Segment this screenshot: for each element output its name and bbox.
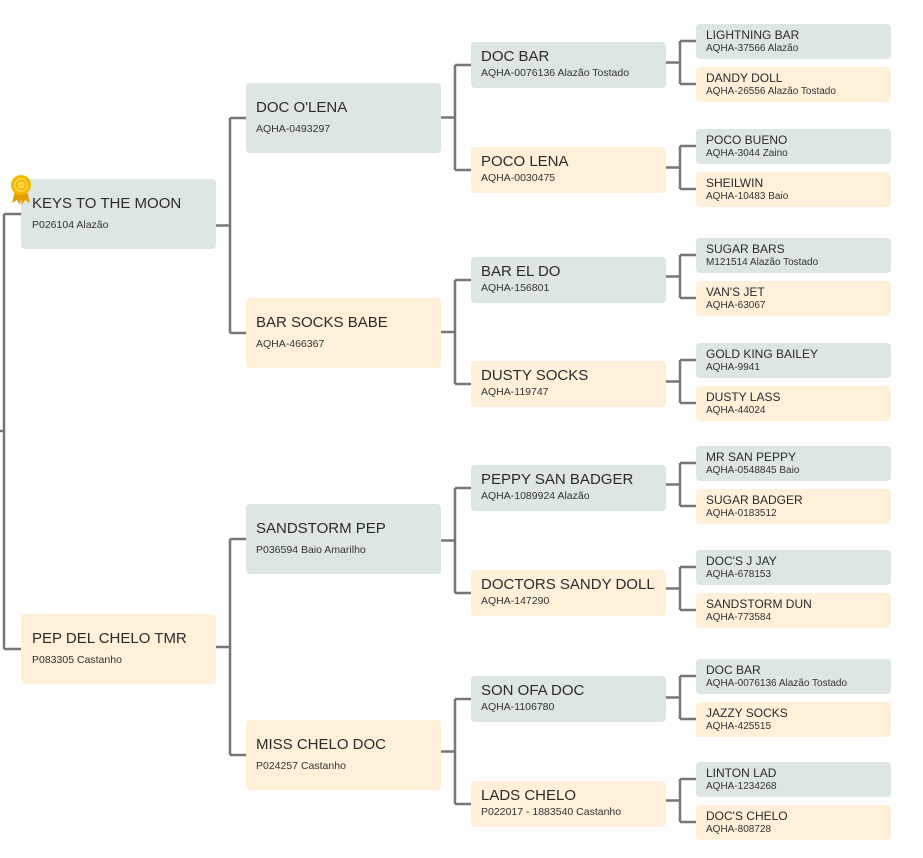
horse-registration: P022017 - 1883540 Castanho	[481, 806, 622, 818]
pedigree-card-gen4-sire[interactable]: DOC'S J JAY AQHA-678153	[696, 550, 891, 585]
horse-name: PEPPY SAN BADGER	[481, 471, 634, 488]
horse-name: DOC BAR	[706, 663, 761, 677]
horse-name: BAR SOCKS BABE	[256, 314, 388, 331]
pedigree-card-gen4-dam[interactable]: DUSTY LASS AQHA-44024	[696, 386, 891, 421]
pedigree-card-gen4-sire[interactable]: DOC BAR AQHA-0076136 Alazão Tostado	[696, 659, 891, 694]
horse-registration: AQHA-156801	[481, 282, 550, 294]
horse-name: VAN'S JET	[706, 285, 765, 299]
horse-registration: AQHA-0076136 Alazão Tostado	[706, 678, 848, 689]
pedigree-card-grandsire[interactable]: DOC O'LENA AQHA-0493297	[246, 83, 441, 153]
horse-name: GOLD KING BAILEY	[706, 347, 819, 361]
horse-registration: AQHA-678153	[706, 569, 772, 580]
pedigree-card-gen4-sire[interactable]: SUGAR BARS M121514 Alazão Tostado	[696, 238, 891, 273]
horse-name: SANDSTORM DUN	[706, 597, 812, 611]
horse-name: LADS CHELO	[481, 787, 577, 804]
pedigree-card-great-granddam[interactable]: DOCTORS SANDY DOLL AQHA-147290	[471, 570, 666, 616]
horse-name: MISS CHELO DOC	[256, 736, 387, 753]
horse-registration: AQHA-0076136 Alazão Tostado	[481, 67, 630, 79]
horse-name: DOC'S CHELO	[706, 809, 788, 823]
pedigree-card-great-grandsire[interactable]: DOC BAR AQHA-0076136 Alazão Tostado	[471, 42, 666, 88]
horse-registration: AQHA-9941	[706, 362, 760, 373]
horse-registration: AQHA-37566 Alazão	[706, 43, 799, 54]
pedigree-card-grandsire[interactable]: SANDSTORM PEP P036594 Baio Amarilho	[246, 504, 441, 574]
pedigree-card-gen4-dam[interactable]: SHEILWIN AQHA-10483 Baio	[696, 172, 891, 207]
horse-registration: AQHA-10483 Baio	[706, 191, 789, 202]
horse-registration: AQHA-425515	[706, 721, 772, 732]
horse-registration: AQHA-1106780	[481, 701, 555, 713]
pedigree-card-great-grandsire[interactable]: PEPPY SAN BADGER AQHA-1089924 Alazão	[471, 465, 666, 511]
horse-registration: AQHA-1089924 Alazão	[481, 490, 590, 502]
horse-name: SHEILWIN	[706, 176, 764, 190]
horse-registration: P026104 Alazão	[32, 219, 109, 231]
horse-name: SANDSTORM PEP	[256, 520, 386, 537]
horse-registration: P024257 Castanho	[256, 760, 346, 772]
horse-name: LINTON LAD	[706, 766, 777, 780]
horse-registration: M121514 Alazão Tostado	[706, 257, 819, 268]
horse-registration: AQHA-119747	[481, 386, 549, 398]
horse-name: DUSTY LASS	[706, 390, 781, 404]
horse-name: DOC BAR	[481, 48, 550, 65]
horse-name: DOC O'LENA	[256, 99, 348, 116]
horse-registration: AQHA-0548845 Baio	[706, 465, 800, 476]
pedigree-card-granddam[interactable]: BAR SOCKS BABE AQHA-466367	[246, 298, 441, 368]
horse-name: POCO LENA	[481, 153, 569, 170]
horse-registration: AQHA-3044 Zaino	[706, 148, 788, 159]
pedigree-card-gen4-dam[interactable]: DOC'S CHELO AQHA-808728	[696, 805, 891, 840]
pedigree-card-great-granddam[interactable]: LADS CHELO P022017 - 1883540 Castanho	[471, 781, 666, 827]
horse-name: SUGAR BARS	[706, 242, 785, 256]
pedigree-card-dam[interactable]: PEP DEL CHELO TMR P083305 Castanho	[21, 614, 216, 684]
horse-name: KEYS TO THE MOON	[32, 195, 182, 212]
pedigree-card-gen4-sire[interactable]: LINTON LAD AQHA-1234268	[696, 762, 891, 797]
award-ribbon-icon	[11, 175, 31, 205]
horse-registration: AQHA-808728	[706, 824, 772, 835]
horse-registration: AQHA-0493297	[256, 123, 331, 135]
horse-registration: AQHA-466367	[256, 338, 325, 350]
horse-name: DUSTY SOCKS	[481, 367, 589, 384]
pedigree-card-gen4-dam[interactable]: SANDSTORM DUN AQHA-773584	[696, 593, 891, 628]
pedigree-card-gen4-sire[interactable]: LIGHTNING BAR AQHA-37566 Alazão	[696, 24, 891, 59]
pedigree-card-gen4-dam[interactable]: DANDY DOLL AQHA-26556 Alazão Tostado	[696, 67, 891, 102]
pedigree-card-great-grandsire[interactable]: BAR EL DO AQHA-156801	[471, 257, 666, 303]
pedigree-card-great-granddam[interactable]: DUSTY SOCKS AQHA-119747	[471, 361, 666, 407]
horse-registration: P036594 Baio Amarilho	[256, 544, 366, 556]
pedigree-card-gen4-sire[interactable]: GOLD KING BAILEY AQHA-9941	[696, 343, 891, 378]
pedigree-card-great-grandsire[interactable]: SON OFA DOC AQHA-1106780	[471, 676, 666, 722]
pedigree-card-gen4-dam[interactable]: JAZZY SOCKS AQHA-425515	[696, 702, 891, 737]
horse-registration: AQHA-63067	[706, 300, 766, 311]
horse-registration: AQHA-1234268	[706, 781, 777, 792]
horse-registration: AQHA-147290	[481, 595, 550, 607]
horse-name: JAZZY SOCKS	[706, 706, 788, 720]
pedigree-card-gen4-dam[interactable]: SUGAR BADGER AQHA-0183512	[696, 489, 891, 524]
horse-name: PEP DEL CHELO TMR	[32, 630, 187, 647]
horse-registration: AQHA-0030475	[481, 172, 556, 184]
horse-registration: AQHA-26556 Alazão Tostado	[706, 86, 836, 97]
horse-name: SUGAR BADGER	[706, 493, 803, 507]
horse-registration: AQHA-0183512	[706, 508, 777, 519]
pedigree-card-gen4-dam[interactable]: VAN'S JET AQHA-63067	[696, 281, 891, 316]
horse-name: SON OFA DOC	[481, 682, 585, 699]
pedigree-card-sire[interactable]: KEYS TO THE MOON P026104 Alazão	[21, 179, 216, 249]
horse-registration: P083305 Castanho	[32, 654, 122, 666]
horse-registration: AQHA-773584	[706, 612, 772, 623]
pedigree-card-granddam[interactable]: MISS CHELO DOC P024257 Castanho	[246, 720, 441, 790]
pedigree-card-gen4-sire[interactable]: MR SAN PEPPY AQHA-0548845 Baio	[696, 446, 891, 481]
pedigree-card-gen4-sire[interactable]: POCO BUENO AQHA-3044 Zaino	[696, 129, 891, 164]
horse-name: DOCTORS SANDY DOLL	[481, 576, 655, 593]
horse-name: DANDY DOLL	[706, 71, 783, 85]
horse-name: BAR EL DO	[481, 263, 561, 280]
horse-name: POCO BUENO	[706, 133, 788, 147]
horse-name: LIGHTNING BAR	[706, 28, 800, 42]
horse-registration: AQHA-44024	[706, 405, 766, 416]
horse-name: MR SAN PEPPY	[706, 450, 797, 464]
pedigree-card-great-granddam[interactable]: POCO LENA AQHA-0030475	[471, 147, 666, 193]
horse-name: DOC'S J JAY	[706, 554, 777, 568]
